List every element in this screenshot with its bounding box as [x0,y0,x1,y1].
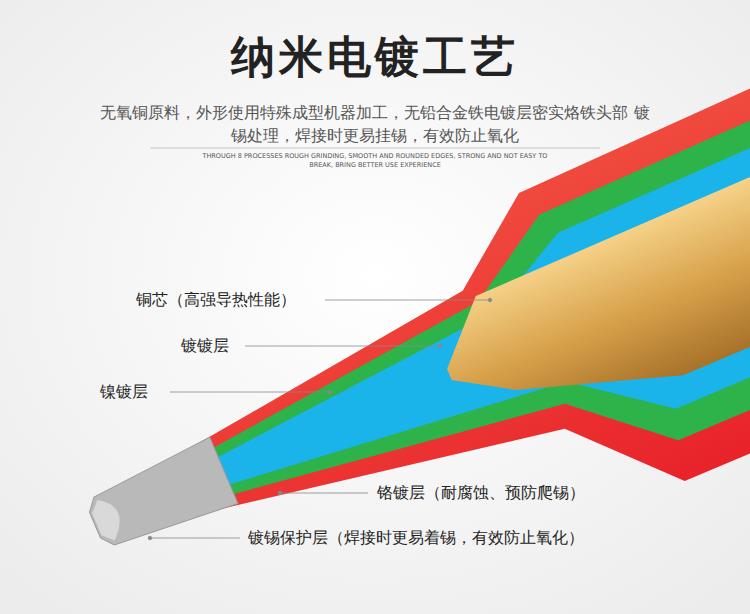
leader-dot [488,298,492,302]
leader-line [170,392,328,393]
tin-tip [81,437,238,558]
part-label: 镀镀层 [181,336,229,357]
leader-line [325,300,488,301]
leader-dot [148,536,152,540]
part-label: 铜芯（高强导热性能） [136,290,296,311]
part-label: 铬镀层（耐腐蚀、预防爬锡） [377,483,585,504]
english-note: THROUGH 8 PROCESSES ROUGH GRINDING, SMOO… [195,152,555,170]
part-label: 镀锡保护层（焊接时更易着锡，有效防止氧化） [248,528,584,549]
part-label: 镍镀层 [100,382,148,403]
copper-core [424,93,750,459]
leader-dot [278,491,282,495]
tin-tip-face [88,495,127,545]
leader-line [152,538,240,539]
plating-layer [158,67,750,593]
title: 纳米电镀工艺 [0,28,750,87]
description: 无氧铜原料，外形使用特殊成型机器加工，无铅合金铁电镀层密实烙铁头部 镀锡处理，焊… [100,101,650,147]
leader-dot [438,344,442,348]
leader-line [282,493,368,494]
leader-dot [328,390,332,394]
leader-line [245,346,438,347]
divider-line [150,148,600,149]
